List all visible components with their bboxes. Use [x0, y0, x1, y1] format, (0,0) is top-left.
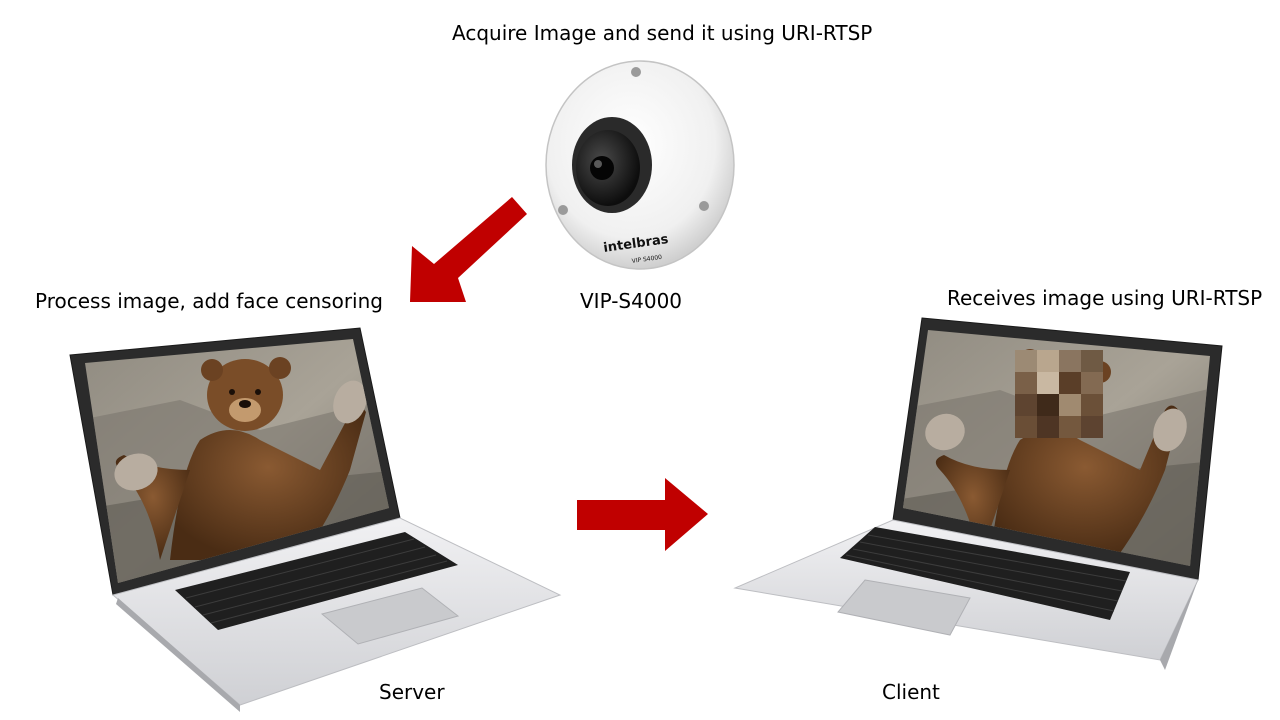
client-keyboard	[840, 527, 1130, 620]
server-name-label: Server	[379, 680, 445, 704]
camera-model-label: VIP-S4000	[580, 289, 683, 313]
server-trackpad	[320, 587, 460, 645]
server-laptop	[69, 327, 562, 712]
face-censor-mosaic	[1015, 350, 1103, 438]
client-trackpad	[837, 579, 971, 636]
server-action-label: Process image, add face censoring	[35, 289, 383, 313]
client-action-label: Receives image using URI-RTSP	[947, 286, 1263, 310]
server-keyboard-rows	[185, 538, 448, 624]
arrow-camera-to-server	[410, 197, 527, 302]
dome-camera: intelbras VIP S4000	[545, 60, 735, 270]
camera-action-label: Acquire Image and send it using URI-RTSP	[452, 21, 873, 45]
client-keyboard-rows	[845, 534, 1127, 612]
bear-image	[114, 357, 367, 560]
client-laptop	[733, 317, 1223, 670]
bear-image-censored	[925, 349, 1187, 560]
client-name-label: Client	[882, 680, 940, 704]
camera-model-small-text: VIP S4000	[631, 254, 662, 265]
arrow-server-to-client	[577, 478, 708, 551]
